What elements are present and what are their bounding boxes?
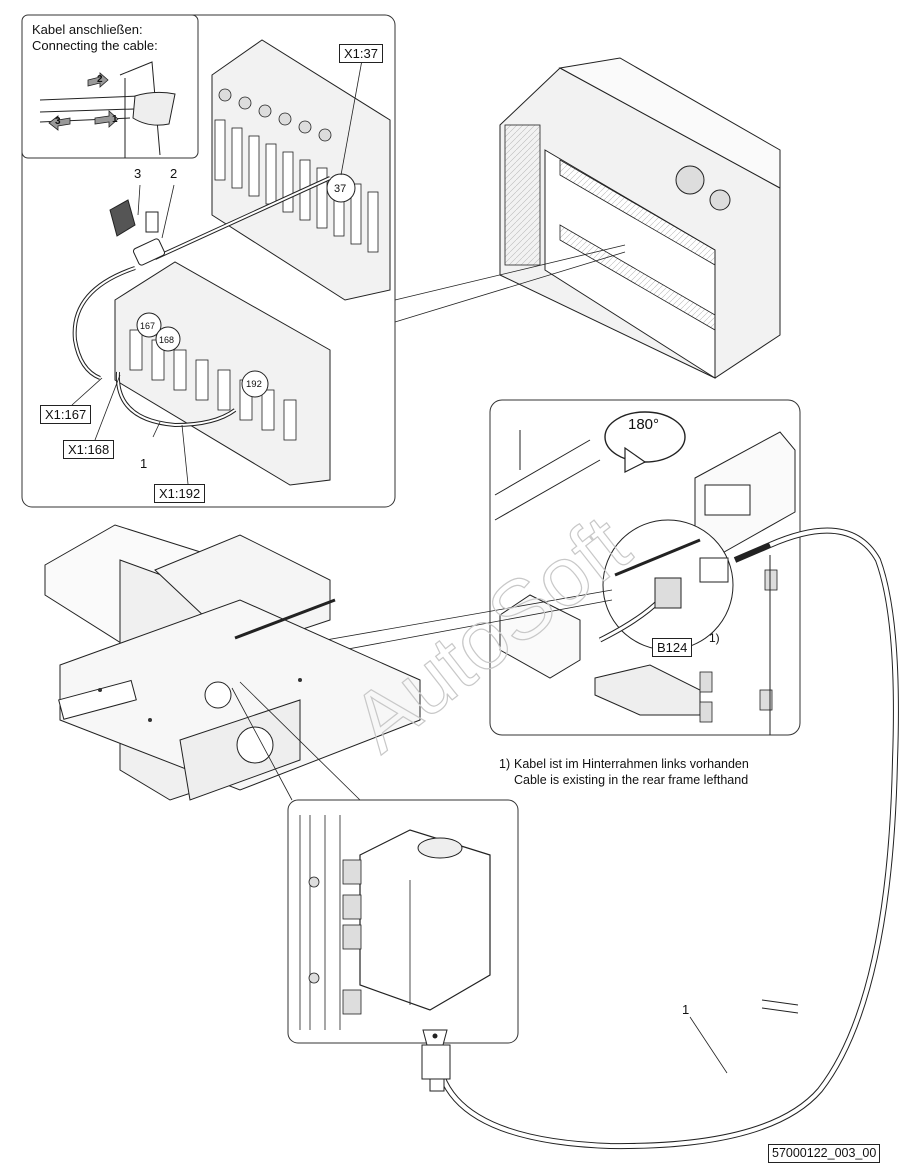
terminal-167-label: 167 (140, 321, 156, 331)
terminal-37-label: 37 (334, 183, 347, 195)
connecting-cable-inset (21, 14, 199, 159)
footnote-line-de: Kabel ist im Hinterrahmen links vorhande… (514, 757, 749, 771)
callout-x1-167: X1:167 (40, 405, 92, 424)
detail-callout-lines (394, 244, 626, 323)
arrow-1-icon (94, 110, 119, 128)
b124-footnote-ref: 1) (709, 631, 720, 645)
lower-terminal-block (114, 261, 331, 486)
tank-detail-panel (287, 799, 519, 1092)
harness-cables (72, 176, 331, 428)
control-cabinet (499, 57, 781, 379)
step-3-label: 3 (55, 116, 61, 127)
rotate-180-icon (604, 411, 686, 473)
callout-x1-37: X1:37 (339, 44, 383, 63)
connector-detail-panel (489, 399, 801, 736)
drawing-number: 57000122_003_00 (768, 1144, 881, 1163)
inset-title-en: Connecting the cable: (32, 38, 158, 53)
upper-terminal-block (211, 39, 391, 301)
step-2-label: 2 (97, 74, 103, 85)
arrow-2-icon (87, 72, 109, 88)
callout-b124: B124 (652, 638, 693, 657)
main-cable (434, 527, 899, 1150)
callout-item-1-cable: 1 (682, 1002, 690, 1017)
rotation-label: 180° (628, 416, 660, 433)
vehicle-frame (44, 524, 421, 801)
arrow-3-icon (48, 115, 71, 131)
callout-x1-192: X1:192 (154, 484, 206, 503)
cable-break-mark (761, 999, 799, 1006)
fuse-holder (109, 199, 166, 266)
level-sensor-connector (421, 1029, 451, 1092)
footnote-line-en: Cable is existing in the rear frame left… (514, 773, 749, 787)
tank-icon (359, 829, 491, 1011)
terminal-detail-panel (21, 14, 396, 508)
terminal-167-marker (136, 312, 162, 338)
inset-title-de: Kabel anschließen: (32, 22, 143, 37)
footnote-marker: 1) (499, 757, 511, 771)
terminal-192-label: 192 (246, 379, 262, 390)
callout-item-3: 3 (134, 166, 142, 181)
terminal-168-label: 168 (159, 335, 175, 345)
callout-x1-168: X1:168 (63, 440, 115, 459)
terminal-192-marker (241, 370, 269, 398)
callout-item-2: 2 (170, 166, 178, 181)
step-1-label: 1 (112, 114, 118, 125)
callout-item-1: 1 (140, 456, 148, 471)
terminal-168-marker (155, 326, 181, 352)
